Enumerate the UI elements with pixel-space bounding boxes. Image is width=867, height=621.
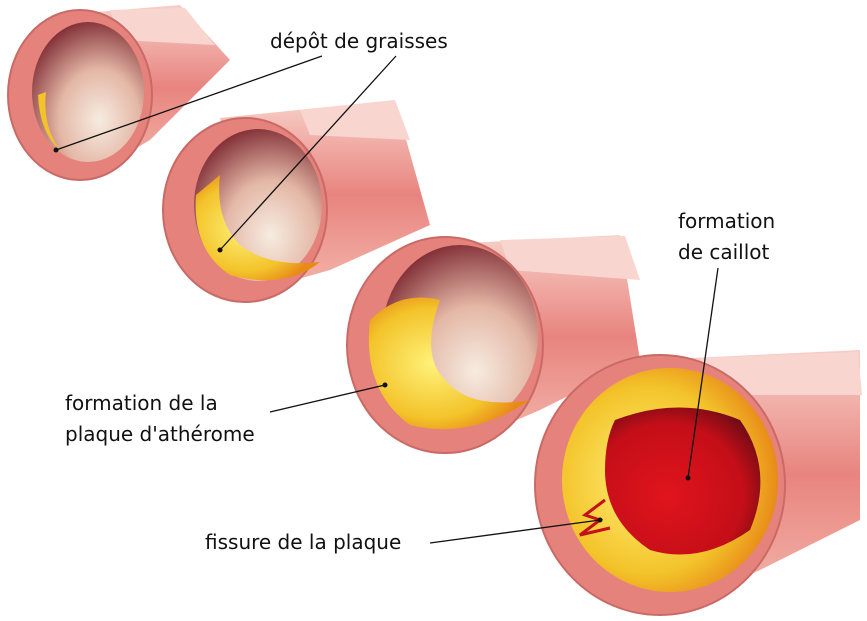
artery-stage-3	[346, 235, 640, 454]
artery-stage-4	[534, 350, 862, 616]
label-fat-deposit: dépôt de graisses	[270, 29, 448, 53]
label-plaque-line1: formation de la	[65, 391, 218, 415]
label-fissure: fissure de la plaque	[205, 530, 402, 554]
leader-lines	[55, 55, 719, 544]
artery-stage-2	[162, 100, 430, 303]
label-clot-line2: de caillot	[678, 240, 770, 264]
label-plaque-line2: plaque d'athérome	[65, 422, 255, 446]
blood-clot	[605, 407, 761, 555]
label-clot-line1: formation	[678, 209, 776, 233]
artery-stage-1	[7, 5, 230, 181]
